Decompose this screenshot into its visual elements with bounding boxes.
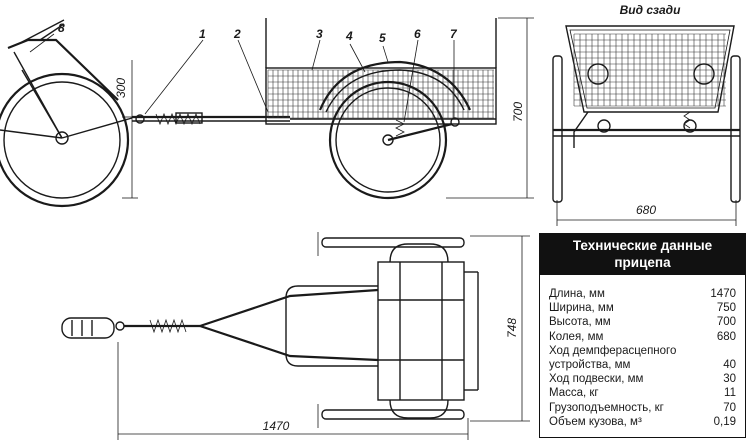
side-view: 8 1 2 3 4 5 6 7 300 700 xyxy=(0,17,534,208)
top-wheel-lower xyxy=(321,409,465,420)
callout-2: 2 xyxy=(233,27,241,41)
callout-1: 1 xyxy=(199,27,206,41)
spec-label: Колея, мм xyxy=(549,330,604,343)
spec-value: 750 xyxy=(716,302,736,315)
bicycle-rack xyxy=(7,38,119,101)
reflector-left xyxy=(587,63,609,85)
callout-8: 8 xyxy=(58,21,65,35)
callout-6: 6 xyxy=(414,27,421,41)
dim-track-width: 680 xyxy=(636,203,656,217)
rear-view-title: Вид сзади xyxy=(620,3,681,17)
spec-value: 0,19 xyxy=(713,415,736,428)
spec-label: Ширина, мм xyxy=(549,302,614,315)
spec-row: Грузоподъемность, кг 70 xyxy=(540,401,745,415)
reflector-right xyxy=(693,63,715,85)
spec-row: Ход демпферасцепного xyxy=(540,344,745,358)
spec-row: Масса, кг 11 xyxy=(540,386,745,400)
spec-value: 680 xyxy=(716,330,736,343)
callout-3: 3 xyxy=(316,27,323,41)
spec-label: Объем кузова, м³ xyxy=(549,415,642,428)
dim-total-width: 748 xyxy=(505,318,519,338)
spec-label: Масса, кг xyxy=(549,387,599,400)
spec-value: 40 xyxy=(723,359,736,372)
dim-total-length: 1470 xyxy=(263,419,290,433)
spec-table-header: Технические данные прицепа xyxy=(540,234,745,275)
top-drawbar-lower xyxy=(199,324,379,362)
callout-5: 5 xyxy=(379,31,386,45)
top-damper xyxy=(149,318,187,334)
spec-value: 70 xyxy=(723,401,736,414)
spec-row: Длина, мм 1470 xyxy=(540,287,745,301)
spec-label: Ход демпферасцепного xyxy=(549,344,677,357)
spec-title-line2: прицепа xyxy=(614,255,671,270)
top-wheel-upper xyxy=(321,237,465,248)
dim-total-height: 700 xyxy=(511,102,525,122)
spec-row: Высота, мм 700 xyxy=(540,315,745,329)
spec-label: Высота, мм xyxy=(549,316,611,329)
callout-leaders xyxy=(29,33,455,123)
spec-label: Ход подвески, мм xyxy=(549,373,644,386)
spec-row: Колея, мм 680 xyxy=(540,330,745,344)
rear-mesh xyxy=(573,33,726,107)
suspension-arm xyxy=(387,122,453,142)
spec-label: Грузоподъемность, кг xyxy=(549,401,664,414)
spec-label: Длина, мм xyxy=(549,288,605,300)
spec-rows: Длина, мм 1470 Ширина, мм 750 Высота, мм 70… xyxy=(540,275,745,429)
spec-row: Объем кузова, м³ 0,19 xyxy=(540,415,745,429)
spec-label: устройства, мм xyxy=(549,359,631,372)
spec-table: Технические данные прицепа Длина, мм 1470… xyxy=(539,233,746,438)
spec-row: Ширина, мм 750 xyxy=(540,301,745,315)
bicycle-wheel xyxy=(0,72,130,208)
spec-value: 11 xyxy=(724,387,736,400)
rear-body xyxy=(565,25,735,113)
top-drawbar-upper xyxy=(199,288,379,328)
callout-4: 4 xyxy=(345,29,353,43)
spec-row: Ход подвески, мм 30 xyxy=(540,372,745,386)
spec-row: устройства, мм 40 xyxy=(540,358,745,372)
spec-value: 700 xyxy=(716,316,736,329)
top-bicycle-wheel xyxy=(61,317,115,339)
suspension-spring xyxy=(395,119,405,137)
top-view: 748 1470 xyxy=(61,232,530,440)
rear-view: Вид сзади 680 xyxy=(552,3,741,226)
trailer-body xyxy=(265,18,497,125)
dim-hitch-height: 300 xyxy=(114,78,128,98)
spec-value: 30 xyxy=(723,373,736,386)
spec-title-line1: Технические данные xyxy=(572,238,713,253)
trailer-wheel xyxy=(328,80,448,200)
callout-7: 7 xyxy=(450,27,458,41)
top-frame xyxy=(377,261,465,401)
spec-value: 1470 xyxy=(710,288,736,300)
